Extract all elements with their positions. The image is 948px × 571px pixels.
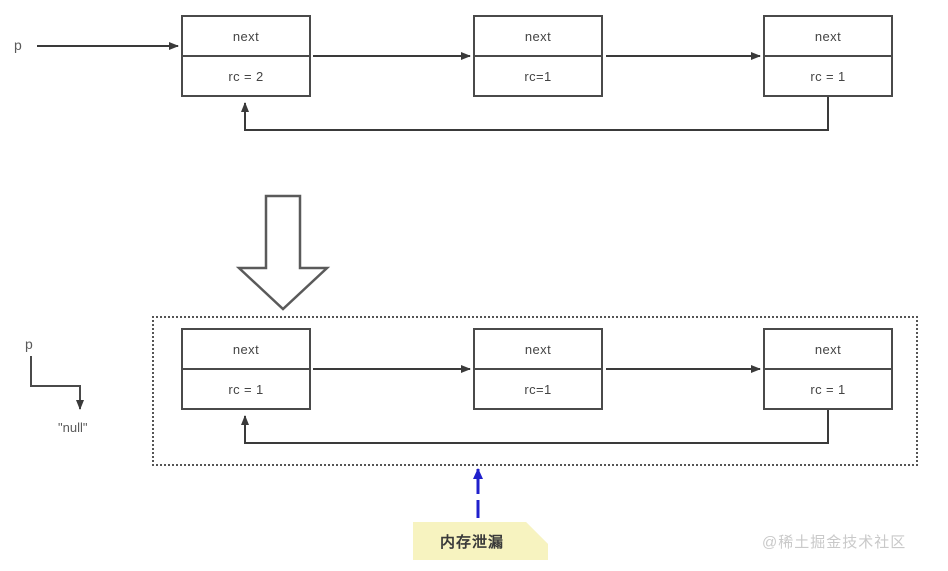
sticky-note-body [413,522,548,560]
watermark-text: @稀土掘金技术社区 [762,534,907,551]
bottom-node-3: next rc = 1 [763,328,893,410]
sticky-note-text: 内存泄漏 [439,533,504,551]
leak-region-boundary [152,316,918,466]
top-node-1-rc: rc = 2 [228,68,264,84]
bottom-node-2-rc: rc=1 [524,381,552,397]
bottom-pointer-label: p [25,336,33,352]
bottom-node-2: next rc=1 [473,328,603,410]
transition-block-arrow [235,194,331,311]
top-node-2-next: next [475,17,601,57]
top-node-2: next rc=1 [473,15,603,97]
top-node-1: next rc = 2 [181,15,311,97]
top-pointer-label: p [14,37,22,53]
bottom-node-1-next: next [183,330,309,370]
top-node-1-next: next [183,17,309,57]
null-label: "null" [58,420,88,435]
top-cycle-back-arrow [241,97,829,131]
bottom-node-3-rc: rc = 1 [810,381,846,397]
bottom-cycle-back-arrow [241,410,829,444]
memory-leak-sticky-note: 内存泄漏 [413,522,548,560]
bottom-node-3-next: next [765,330,891,370]
top-node-3: next rc = 1 [763,15,893,97]
bottom-node-1-rc: rc = 1 [228,381,264,397]
sticky-note-fold-corner [526,522,548,544]
top-node-3-next: next [765,17,891,57]
top-node-2-rc: rc=1 [524,68,552,84]
bottom-node-1: next rc = 1 [181,328,311,410]
bottom-pointer-null-arrow [30,356,84,410]
top-node-3-rc: rc = 1 [810,68,846,84]
bottom-node-2-next: next [475,330,601,370]
